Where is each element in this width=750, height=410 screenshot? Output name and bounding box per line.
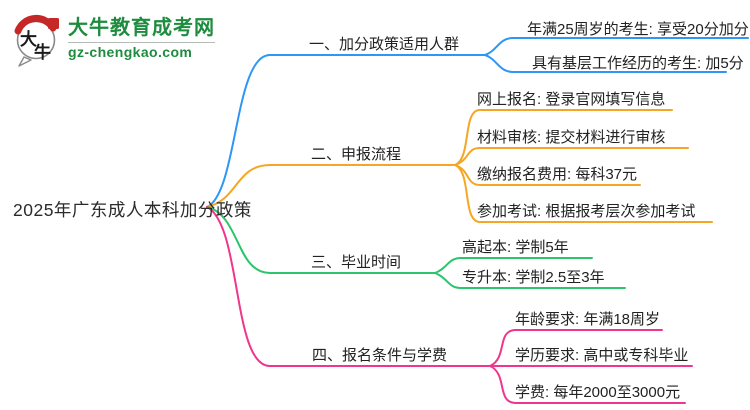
leaf-label: 年满25周岁的考生: 享受20分加分: [527, 21, 749, 38]
branch-1-lines: [206, 37, 749, 208]
branch-1-label: 一、加分政策适用人群: [309, 36, 460, 53]
site-logo[interactable]: 大 牛 大牛教育成考网 gz-chengkao.com: [12, 10, 215, 68]
root-node-label: 2025年广东成人本科加分政策: [13, 200, 252, 220]
leaf-label: 学费: 每年2000至3000元: [515, 384, 681, 401]
logo-bubble-icon: 大 牛: [14, 15, 59, 67]
branch-4-label: 四、报名条件与学费: [312, 347, 448, 364]
site-url: gz-chengkao.com: [68, 44, 193, 61]
site-name: 大牛教育成考网: [68, 17, 215, 40]
branch-2-lines: [206, 109, 713, 223]
branch-4-lines: [206, 206, 693, 404]
leaf-label: 参加考试: 根据报考层次参加考试: [477, 203, 696, 220]
leaf-label: 具有基层工作经历的考生: 加5分: [532, 55, 744, 72]
logo-char-top: 大: [20, 29, 37, 49]
leaf-label: 高起本: 学制5年: [462, 239, 569, 256]
leaf-label: 年龄要求: 年满18周岁: [515, 311, 661, 328]
branch-2-label: 二、申报流程: [311, 146, 402, 163]
leaf-label: 学历要求: 高中或专科毕业: [515, 347, 689, 364]
leaf-label: 缴纳报名费用: 每科37元: [477, 166, 638, 183]
logo-seal-icon: [48, 18, 59, 29]
logo-char-bottom: 牛: [34, 42, 51, 62]
leaf-label: 网上报名: 登录官网填写信息: [477, 91, 666, 108]
branch-3-label: 三、毕业时间: [311, 254, 402, 271]
leaf-label: 材料审核: 提交材料进行审核: [477, 129, 666, 146]
branch-3-lines: [206, 206, 626, 289]
logo-divider: [68, 42, 215, 44]
leaf-label: 专升本: 学制2.5至3年: [462, 269, 605, 286]
